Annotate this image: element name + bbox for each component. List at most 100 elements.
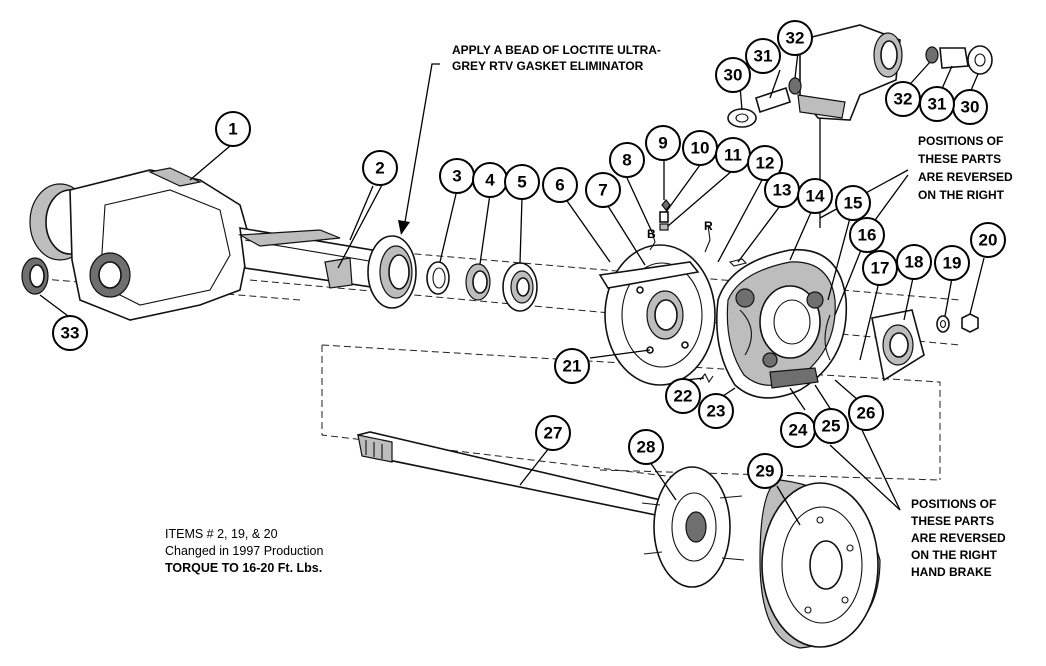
svg-text:33: 33 [61,324,80,343]
brake-shoe-assembly [715,248,848,399]
callout-16: 16 [849,217,885,253]
svg-text:6: 6 [555,176,564,195]
callout-9: 9 [645,125,681,161]
svg-text:8: 8 [622,151,631,170]
hub-flange [641,466,745,588]
callout-22: 22 [665,378,701,414]
callout-20: 20 [970,222,1006,258]
wheel-bearing-parts [426,261,538,312]
items-changed-note: ITEMS # 2, 19, & 20 Changed in 1997 Prod… [165,526,323,577]
svg-text:APPLY A BEAD OF LOCTITE ULTRA-: APPLY A BEAD OF LOCTITE ULTRA- [452,43,661,57]
svg-text:19: 19 [943,254,962,273]
torque-spec: TORQUE TO 16-20 Ft. Lbs. [165,561,323,575]
nut-20 [961,313,979,333]
callout-23: 23 [698,393,734,429]
callout-4: 4 [472,162,508,198]
callout-2: 2 [362,150,398,186]
callout-26: 26 [848,395,884,431]
svg-text:12: 12 [756,154,775,173]
mark-r: R [704,219,713,233]
svg-text:30: 30 [961,98,980,117]
svg-text:ARE REVERSED: ARE REVERSED [911,531,1006,545]
svg-text:13: 13 [773,181,792,200]
items-line: ITEMS # 2, 19, & 20 [165,527,278,541]
svg-text:14: 14 [806,187,825,206]
steering-knuckle [797,24,903,228]
svg-text:HAND BRAKE: HAND BRAKE [911,565,992,579]
svg-text:THESE PARTS: THESE PARTS [911,514,994,528]
callout-24: 24 [780,412,816,448]
svg-text:25: 25 [822,417,841,436]
callout-31-right: 31 [919,86,955,122]
callout-25: 25 [813,408,849,444]
svg-text:ON THE RIGHT: ON THE RIGHT [911,548,998,562]
callout-14: 14 [797,178,833,214]
callout-3: 3 [439,158,475,194]
svg-text:9: 9 [658,134,667,153]
callout-32-right: 32 [885,81,921,117]
callout-17: 17 [862,250,898,286]
positions-note-lower: POSITIONS OF THESE PARTS ARE REVERSED ON… [911,497,1006,579]
callout-18: 18 [896,244,932,280]
svg-text:THESE PARTS: THESE PARTS [918,152,1001,166]
svg-text:11: 11 [724,146,742,165]
callout-27: 27 [535,415,571,451]
callout-11: 11 [715,137,751,173]
callout-29: 29 [747,453,783,489]
callout-15: 15 [835,185,871,221]
svg-text:2: 2 [375,159,384,178]
callout-10: 10 [682,130,718,166]
svg-text:ON THE RIGHT: ON THE RIGHT [918,188,1005,202]
svg-text:10: 10 [691,139,710,158]
svg-text:1: 1 [228,120,237,139]
svg-text:16: 16 [858,226,877,245]
svg-text:POSITIONS OF: POSITIONS OF [911,497,996,511]
svg-text:4: 4 [485,171,495,190]
retainer-plate-18 [871,309,925,382]
callout-19: 19 [934,245,970,281]
svg-text:31: 31 [928,95,947,114]
axle-seal-33 [21,257,49,295]
brake-hardware [649,199,748,384]
brake-backing-plate [598,244,716,386]
svg-text:3: 3 [452,167,461,186]
callout-32-left: 32 [777,20,813,56]
svg-text:18: 18 [905,253,924,272]
callout-5: 5 [504,164,540,200]
svg-text:32: 32 [786,29,805,48]
svg-text:31: 31 [754,47,773,66]
washer-19 [936,315,950,333]
callout-6: 6 [542,167,578,203]
svg-text:17: 17 [871,259,890,278]
axle-housing [29,167,417,321]
svg-text:POSITIONS OF: POSITIONS OF [918,134,1003,148]
production-line: Changed in 1997 Production [165,544,324,558]
svg-text:7: 7 [598,181,607,200]
callout-30-right: 30 [952,89,988,125]
callout-8: 8 [609,142,645,178]
svg-text:20: 20 [979,231,998,250]
callout-21: 21 [554,348,590,384]
callout-31-left: 31 [745,38,781,74]
callout-30-left: 30 [715,57,751,93]
callout-13: 13 [764,172,800,208]
svg-text:21: 21 [563,357,582,376]
mark-b: B [647,227,656,241]
callout-33: 33 [52,315,88,351]
svg-text:24: 24 [789,421,808,440]
svg-text:29: 29 [756,462,775,481]
kingpin-parts-right [925,45,993,75]
svg-text:28: 28 [637,438,656,457]
svg-text:15: 15 [844,194,863,213]
svg-text:5: 5 [517,173,526,192]
callout-1: 1 [215,111,251,147]
positions-note-upper: POSITIONS OF THESE PARTS ARE REVERSED ON… [918,134,1013,202]
svg-text:27: 27 [544,424,563,443]
svg-text:32: 32 [894,90,913,109]
callout-7: 7 [585,172,621,208]
svg-text:22: 22 [674,387,693,406]
loctite-note: APPLY A BEAD OF LOCTITE ULTRA- GREY RTV … [452,43,661,73]
svg-text:ARE REVERSED: ARE REVERSED [918,170,1013,184]
svg-text:23: 23 [707,402,726,421]
